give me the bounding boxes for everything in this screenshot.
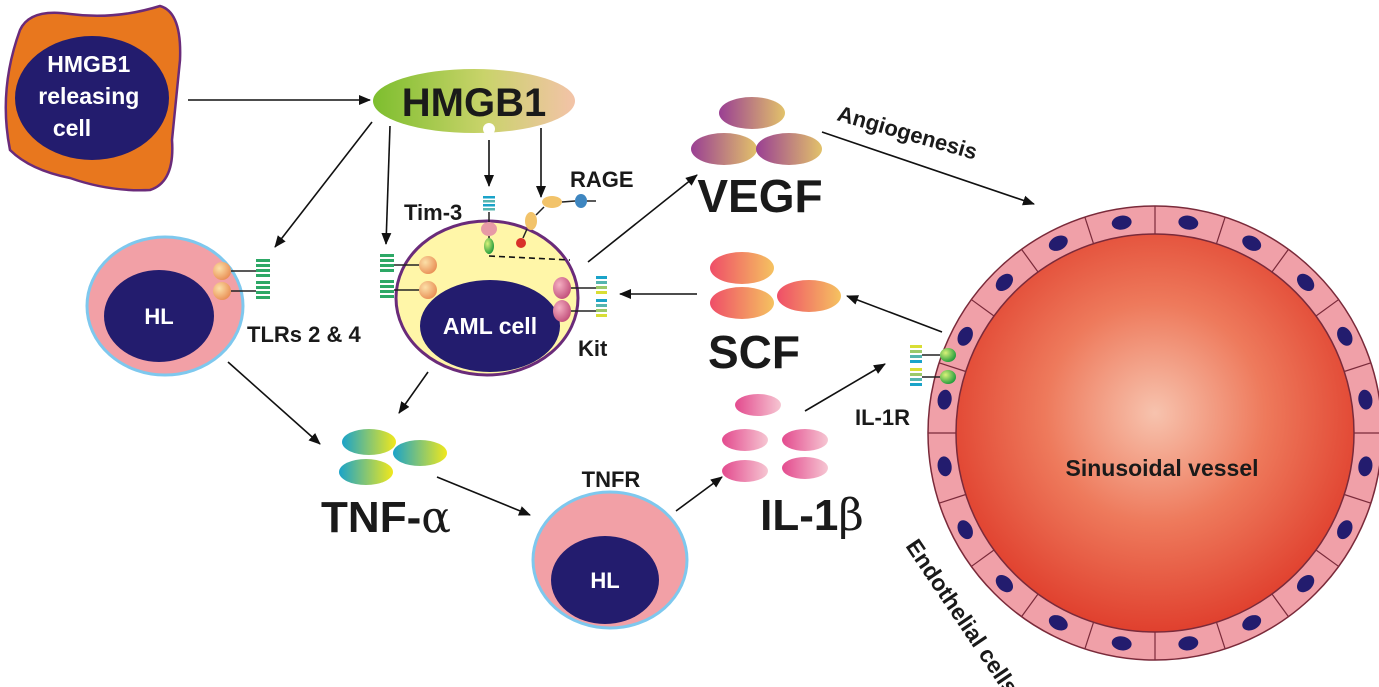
source-cell-label-line-3: cell (53, 115, 91, 141)
endothelial-nucleus (995, 273, 1014, 292)
endothelial-nucleus (1178, 636, 1199, 651)
hmgb1-molecule: HMGB1 (373, 69, 575, 135)
il1-beta-molecules (722, 394, 828, 482)
aml-cell: AML cell (380, 194, 607, 377)
wall-segment-divider (1344, 493, 1372, 504)
wall-segment-divider (1215, 622, 1226, 650)
scf-label: SCF (708, 326, 800, 378)
wall-segment-divider (1344, 362, 1372, 373)
endothelial-nucleus (1242, 615, 1262, 631)
endothelial-nucleus (937, 456, 952, 477)
wall-segment-divider (938, 493, 966, 504)
hl-label-top: HL (144, 304, 173, 329)
wall-segment-divider (971, 299, 995, 317)
arrow-hl-to-tnf (227, 361, 321, 445)
wall-segment-divider (1084, 216, 1095, 244)
wall-segment-divider (1021, 249, 1039, 273)
kit-label: Kit (578, 336, 608, 361)
endothelial-nucleus (1337, 520, 1353, 540)
wall-segment-divider (1084, 622, 1095, 650)
vegf-label: VEGF (697, 170, 822, 222)
source-cell-label-line-2: releasing (38, 83, 139, 109)
vessel-label: Sinusoidal vessel (1065, 455, 1258, 481)
tim3-receptor-icon (481, 196, 497, 254)
endothelial-nucleus (1111, 215, 1132, 230)
arrow-hmgb1-to-aml-tlr (381, 125, 392, 245)
wall-segment-divider (938, 362, 966, 373)
endothelial-segments (928, 206, 1379, 660)
endothelial-nucleus (995, 574, 1014, 593)
pathway-arrows (188, 95, 1035, 516)
il1-prefix: IL-1 (760, 491, 838, 540)
il1-beta-symbol: β (838, 490, 863, 541)
endothelial-nuclei (937, 215, 1373, 651)
wall-segment-divider (1271, 593, 1289, 617)
hmgb1-label: HMGB1 (402, 81, 546, 125)
hl-cell-top: HL (85, 235, 270, 377)
angiogenesis-label: Angiogenesis (835, 101, 981, 165)
il1r-receptor-icon (910, 345, 956, 386)
il1-beta-label: IL-1β (760, 490, 864, 541)
endothelial-nucleus (1358, 456, 1373, 477)
rage-receptor-icon (516, 194, 596, 248)
endothelial-nucleus (1296, 273, 1315, 292)
rage-label: RAGE (570, 167, 634, 192)
arrow-hmgb1-to-hl-tlr (274, 121, 373, 248)
kit-receptor-icon (596, 276, 607, 317)
hmgb1-releasing-cell: HMGB1 releasing cell (4, 4, 182, 192)
wall-segment-divider (1315, 549, 1339, 567)
tnfr-label: TNFR (582, 467, 641, 492)
wall-segment-divider (1021, 593, 1039, 617)
svg-text:HMGB1 releasing ce: HMGB1 releasing cell (38, 51, 145, 141)
wall-segment-divider (1215, 216, 1226, 244)
wall-segment-divider (1315, 299, 1339, 317)
aml-internal-signal (488, 255, 571, 261)
endothelial-nucleus (957, 520, 973, 540)
endothelial-nucleus (1048, 235, 1068, 251)
tlrs-label: TLRs 2 & 4 (247, 322, 361, 347)
arrow-hl-to-il1b (675, 476, 723, 512)
arrow-vegf-to-vessel (821, 131, 1035, 206)
arrow-il1b-to-il1r (804, 363, 886, 412)
arrow-tnf-to-hl (436, 476, 531, 516)
tim3-label: Tim-3 (404, 200, 462, 225)
tnf-alpha-symbol: α (421, 492, 451, 543)
tnf-alpha-label: TNF-α (321, 492, 451, 543)
endothelial-nucleus (1296, 574, 1315, 593)
endothelial-nucleus (957, 326, 973, 346)
tlr-receptor-icon (256, 259, 270, 299)
aml-cell-label: AML cell (443, 313, 537, 339)
hl-label-bottom: HL (590, 568, 619, 593)
endothelial-nucleus (1358, 389, 1373, 410)
endothelial-nucleus (1178, 215, 1199, 230)
scf-molecules (710, 252, 841, 319)
endothelial-nucleus (1111, 636, 1132, 651)
endothelial-nucleus (1048, 615, 1068, 631)
arrow-aml-to-vegf (587, 174, 698, 263)
wall-segment-divider (971, 549, 995, 567)
wall-segment-divider (1271, 249, 1289, 273)
il1r-label: IL-1R (855, 405, 910, 430)
tnf-prefix: TNF- (321, 493, 421, 542)
sinusoidal-vessel: Sinusoidal vessel (927, 205, 1379, 661)
vessel-lumen (955, 233, 1355, 633)
endothelial-nucleus (1242, 235, 1262, 251)
aml-tlr-receptor-icon (380, 254, 394, 298)
hl-cell-bottom: HL (531, 490, 689, 630)
vegf-molecules (691, 97, 822, 165)
endothelial-nucleus (1337, 326, 1353, 346)
source-cell-label-line-1: HMGB1 (47, 51, 130, 77)
arrow-vessel-to-scf (846, 295, 943, 333)
tnf-alpha-molecules (339, 429, 447, 485)
arrow-aml-to-tnf (398, 371, 429, 414)
endothelial-nucleus (937, 389, 952, 410)
